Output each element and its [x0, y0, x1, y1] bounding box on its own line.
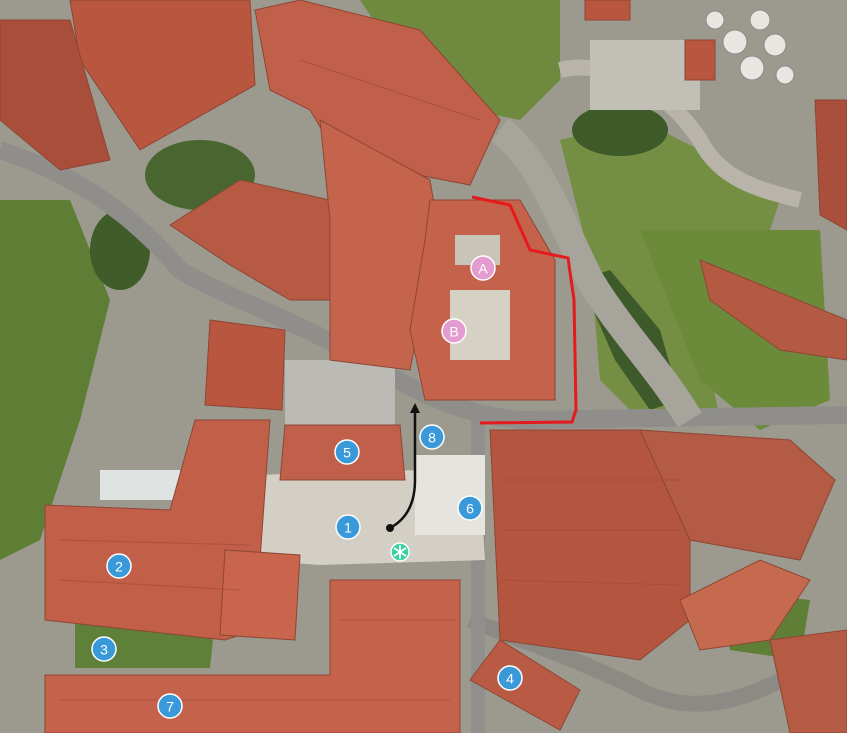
marker-2: 2: [106, 553, 132, 579]
route-black-arrowhead: [410, 403, 420, 413]
roof-building-4: [469, 639, 581, 731]
marker-5-label: 5: [343, 445, 351, 461]
roof-building-2: [44, 419, 271, 641]
lettered-markers: AB: [441, 255, 496, 344]
road-west-curve: [0, 141, 847, 430]
roof-north-central: [254, 0, 501, 186]
marker-6-label: 6: [466, 501, 474, 517]
roof-east-long: [699, 259, 847, 361]
roof-northwest-2: [0, 19, 111, 171]
grass-slope-east: [640, 230, 830, 430]
roof-building-2b: [219, 549, 301, 641]
roof-east-block: [639, 429, 836, 561]
glass-building: [100, 470, 180, 500]
roof-southeast-corner: [679, 559, 811, 651]
marker-4-label: 4: [506, 671, 514, 687]
numbered-markers: 1 2 3 4 5 6 7 8: [91, 424, 523, 719]
marker-7-label: 7: [166, 699, 174, 715]
roof-north-of-5: [204, 319, 286, 411]
marker-7: 7: [157, 693, 183, 719]
marker-8-label: 8: [428, 430, 436, 446]
route-red: [471, 195, 578, 425]
marker-1: 1: [335, 514, 361, 540]
marker-3: 3: [91, 636, 117, 662]
marker-a: A: [470, 255, 496, 281]
grey-building-north-plaza: [285, 360, 395, 430]
roof-ridges: [59, 59, 681, 701]
marker-3-label: 3: [100, 642, 108, 658]
roof-south-east-corner: [769, 629, 847, 733]
marker-2-label: 2: [115, 559, 123, 575]
roof-small-north: [584, 0, 631, 21]
trees-northeast: [572, 104, 668, 156]
road-east-parking: [491, 118, 703, 428]
marker-4: 4: [497, 665, 523, 691]
marker-b: B: [441, 318, 467, 344]
roof-parking-shed: [684, 39, 716, 81]
route-black-start-dot: [386, 524, 394, 532]
white-building-6: [415, 455, 485, 535]
route-black: [389, 410, 417, 530]
marker-b-label: B: [449, 324, 458, 340]
marker-5: 5: [334, 439, 360, 465]
marker-8: 8: [419, 424, 445, 450]
grass-west: [0, 200, 110, 560]
marker-6: 6: [457, 495, 483, 521]
marker-1-label: 1: [344, 520, 352, 536]
marker-a-label: A: [478, 261, 488, 277]
roof-northeast: [814, 99, 847, 231]
roof-building-7: [44, 579, 461, 733]
asterisk-start-icon: [390, 542, 410, 562]
storage-tanks: [705, 9, 795, 85]
parking-lot-north: [590, 40, 700, 110]
